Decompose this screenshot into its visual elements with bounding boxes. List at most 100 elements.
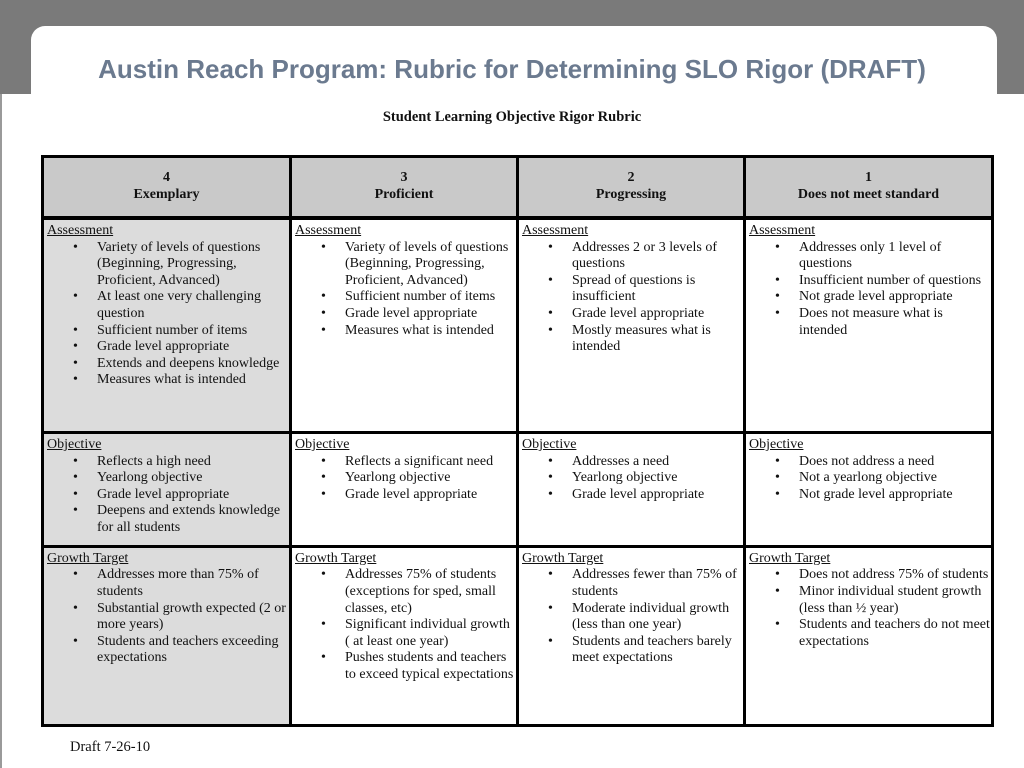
document-title: Student Learning Objective Rigor Rubric (382, 109, 642, 125)
list-item: Significant individual growth ( at least… (321, 617, 516, 650)
list-item: Addresses only 1 level of questions (775, 240, 991, 273)
list-item: Insufficient number of questions (775, 273, 991, 290)
document-edge (0, 94, 2, 768)
level-number: 4 (163, 170, 170, 186)
column-header-does-not-meet: 1 Does not meet standard (743, 155, 994, 220)
criterion-heading: Assessment (295, 223, 362, 238)
list-item: At least one very challenging question (73, 289, 289, 322)
list-item: Extends and deepens knowledge (73, 356, 289, 373)
criterion-list: Addresses only 1 level of questionsInsuf… (749, 240, 991, 340)
list-item: Measures what is intended (73, 372, 289, 389)
list-item: Variety of levels of questions (Beginnin… (321, 240, 516, 290)
criterion-list: Variety of levels of questions (Beginnin… (295, 240, 516, 340)
list-item: Does not address 75% of students (775, 567, 991, 584)
list-item: Yearlong objective (548, 470, 743, 487)
level-number: 3 (400, 170, 408, 186)
list-item: Yearlong objective (73, 470, 289, 487)
criterion-list: Reflects a significant needYearlong obje… (295, 454, 516, 504)
list-item: Minor individual student growth (less th… (775, 584, 991, 617)
rubric-cell: AssessmentVariety of levels of questions… (41, 216, 292, 434)
list-item: Grade level appropriate (321, 487, 516, 504)
criterion-list: Reflects a high needYearlong objectiveGr… (47, 454, 289, 537)
criterion-list: Addresses a needYearlong objectiveGrade … (522, 454, 743, 504)
rubric-cell: Growth TargetDoes not address 75% of stu… (743, 544, 994, 728)
rubric-header-row: 4 Exemplary 3 Proficient 2 Progressing 1… (41, 155, 994, 220)
list-item: Addresses more than 75% of students (73, 567, 289, 600)
list-item: Addresses 75% of students (exceptions fo… (321, 567, 516, 617)
criterion-heading: Objective (522, 436, 577, 452)
criterion-heading: Assessment (749, 223, 816, 238)
rubric-row-growth-target: Growth TargetAddresses more than 75% of … (41, 544, 994, 728)
level-number: 1 (865, 170, 872, 186)
column-header-progressing: 2 Progressing (516, 155, 746, 220)
criterion-list: Does not address a needNot a yearlong ob… (749, 454, 991, 504)
criterion-list: Variety of levels of questions (Beginnin… (47, 240, 289, 389)
list-item: Pushes students and teachers to exceed t… (321, 650, 516, 683)
draft-date: Draft 7-26-10 (70, 739, 151, 755)
criterion-heading: Growth Target (47, 550, 129, 566)
list-item: Not grade level appropriate (775, 289, 991, 306)
list-item: Grade level appropriate (548, 306, 743, 323)
slide-title-card (31, 26, 997, 126)
criterion-heading: Objective (295, 436, 350, 452)
list-item: Grade level appropriate (73, 339, 289, 356)
column-header-exemplary: 4 Exemplary (41, 155, 292, 220)
rubric-cell: AssessmentVariety of levels of questions… (289, 216, 519, 434)
list-item: Substantial growth expected (2 or more y… (73, 601, 289, 634)
level-number: 2 (627, 170, 635, 186)
list-item: Grade level appropriate (321, 306, 516, 323)
list-item: Students and teachers do not meet expect… (775, 617, 991, 650)
rubric-body: AssessmentVariety of levels of questions… (41, 216, 994, 728)
rubric-cell: Growth TargetAddresses fewer than 75% of… (516, 544, 746, 728)
criterion-list: Addresses fewer than 75% of studentsMode… (522, 567, 743, 667)
criterion-heading: Assessment (522, 223, 589, 238)
list-item: Students and teachers barely meet expect… (548, 634, 743, 667)
list-item: Yearlong objective (321, 470, 516, 487)
list-item: Sufficient number of items (321, 289, 516, 306)
criterion-list: Addresses more than 75% of studentsSubst… (47, 567, 289, 667)
criterion-heading: Growth Target (749, 550, 831, 566)
list-item: Variety of levels of questions (Beginnin… (73, 240, 289, 290)
list-item: Addresses 2 or 3 levels of questions (548, 240, 743, 273)
list-item: Reflects a significant need (321, 454, 516, 471)
rubric-cell: ObjectiveReflects a high needYearlong ob… (41, 430, 292, 548)
list-item: Not grade level appropriate (775, 487, 991, 504)
rubric-cell: ObjectiveAddresses a needYearlong object… (516, 430, 746, 548)
list-item: Not a yearlong objective (775, 470, 991, 487)
level-label: Proficient (374, 187, 434, 202)
list-item: Mostly measures what is intended (548, 323, 743, 356)
rubric-row-assessment: AssessmentVariety of levels of questions… (41, 216, 994, 434)
list-item: Addresses fewer than 75% of students (548, 567, 743, 600)
rubric-cell: AssessmentAddresses 2 or 3 levels of que… (516, 216, 746, 434)
criterion-heading: Assessment (47, 223, 114, 238)
rubric-cell: AssessmentAddresses only 1 level of ques… (743, 216, 994, 434)
list-item: Addresses a need (548, 454, 743, 471)
level-label: Progressing (595, 187, 667, 202)
slide-title: Austin Reach Program: Rubric for Determi… (98, 54, 926, 84)
list-item: Reflects a high need (73, 454, 289, 471)
list-item: Does not address a need (775, 454, 991, 471)
criterion-list: Addresses 75% of students (exceptions fo… (295, 567, 516, 683)
rubric-cell: ObjectiveReflects a significant needYear… (289, 430, 519, 548)
list-item: Does not measure what is intended (775, 306, 991, 339)
rubric-cell: Growth TargetAddresses 75% of students (… (289, 544, 519, 728)
list-item: Measures what is intended (321, 323, 516, 340)
list-item: Moderate individual growth (less than on… (548, 601, 743, 634)
list-item: Students and teachers exceeding expectat… (73, 634, 289, 667)
list-item: Sufficient number of items (73, 323, 289, 340)
criterion-heading: Growth Target (522, 550, 604, 566)
rubric-cell: Growth TargetAddresses more than 75% of … (41, 544, 292, 728)
level-label: Does not meet standard (797, 187, 940, 202)
criterion-heading: Growth Target (295, 550, 377, 566)
level-label: Exemplary (133, 187, 200, 202)
rubric-row-objective: ObjectiveReflects a high needYearlong ob… (41, 430, 994, 548)
criterion-heading: Objective (47, 436, 102, 452)
rubric-cell: ObjectiveDoes not address a needNot a ye… (743, 430, 994, 548)
list-item: Spread of questions is insufficient (548, 273, 743, 306)
criterion-list: Does not address 75% of studentsMinor in… (749, 567, 991, 650)
list-item: Deepens and extends knowledge for all st… (73, 503, 289, 536)
list-item: Grade level appropriate (73, 487, 289, 504)
rubric-table: 4 Exemplary 3 Proficient 2 Progressing 1… (41, 155, 994, 728)
column-header-proficient: 3 Proficient (289, 155, 519, 220)
list-item: Grade level appropriate (548, 487, 743, 504)
